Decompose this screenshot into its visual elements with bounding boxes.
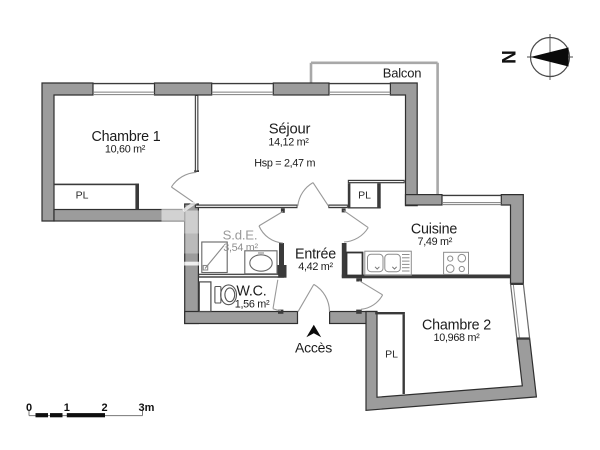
label-pl-hall: PL xyxy=(358,190,371,202)
door-entry-icon xyxy=(297,283,331,312)
door-cuisine-icon xyxy=(343,209,369,243)
window-sejour-right-icon xyxy=(329,82,391,96)
fixtures xyxy=(198,241,470,313)
doors xyxy=(170,171,384,312)
window-chambre2-icon xyxy=(509,283,531,340)
compass: N xyxy=(500,34,573,80)
label-chambre2-area: 10,968 m² xyxy=(434,332,481,344)
door-chambre1-icon xyxy=(170,171,197,205)
room-labels: Chambre 1 10,60 m² Séjour 14,12 m² Hsp =… xyxy=(76,66,492,361)
label-cuisine-area: 7,49 m² xyxy=(418,236,453,248)
label-wc: W.C. xyxy=(236,284,266,300)
scale-label-3m: 3m xyxy=(139,402,155,414)
stove-icon xyxy=(443,251,470,275)
label-chambre1: Chambre 1 xyxy=(92,129,161,145)
label-chambre2: Chambre 2 xyxy=(422,318,491,334)
window-cuisine-icon xyxy=(442,194,502,206)
label-wc-area: 1,56 m² xyxy=(235,299,270,311)
door-chambre2-icon xyxy=(359,280,384,310)
window-sejour-left-icon xyxy=(211,82,274,96)
label-sejour: Séjour xyxy=(269,122,311,138)
door-sde-icon xyxy=(258,211,284,244)
label-entree-area: 4,42 m² xyxy=(298,261,333,273)
door-sejour-icon xyxy=(297,182,329,207)
label-sejour-note: Hsp = 2,47 m xyxy=(254,158,315,170)
label-entree: Entrée xyxy=(295,247,336,263)
label-sejour-area: 14,12 m² xyxy=(268,137,309,149)
label-north: N xyxy=(500,50,521,64)
window-chambre1-icon xyxy=(93,82,155,96)
scale-bar: 0 1 2 3m xyxy=(26,402,155,418)
shower-icon xyxy=(201,241,228,274)
label-pl-chambre2: PL xyxy=(385,349,398,361)
watermark xyxy=(161,198,200,266)
kitchen-sink-icon xyxy=(364,250,412,276)
scale-label-2: 2 xyxy=(101,402,107,414)
label-cuisine: Cuisine xyxy=(411,222,458,238)
label-sde: S.d.E. xyxy=(223,228,258,243)
access-marker: Accès xyxy=(295,324,332,356)
label-balcon: Balcon xyxy=(383,66,422,81)
balcony-outline xyxy=(309,61,439,196)
label-chambre1-area: 10,60 m² xyxy=(105,144,146,156)
north-arrow-icon xyxy=(530,47,569,67)
scale-label-0: 0 xyxy=(26,402,32,414)
duct xyxy=(198,281,212,313)
access-arrow-icon xyxy=(306,324,322,338)
windows xyxy=(93,82,531,340)
label-pl-chambre1: PL xyxy=(76,190,89,202)
label-acces: Accès xyxy=(295,340,332,356)
door-wc-icon xyxy=(272,279,281,312)
label-sde-area: 3,54 m² xyxy=(223,242,258,254)
scale-label-1: 1 xyxy=(64,402,70,414)
interior-wall-cores xyxy=(195,96,404,277)
bathroom-sink-icon xyxy=(244,250,278,275)
toilet-icon xyxy=(214,284,238,306)
kitchen-appliance-icon xyxy=(345,251,364,277)
